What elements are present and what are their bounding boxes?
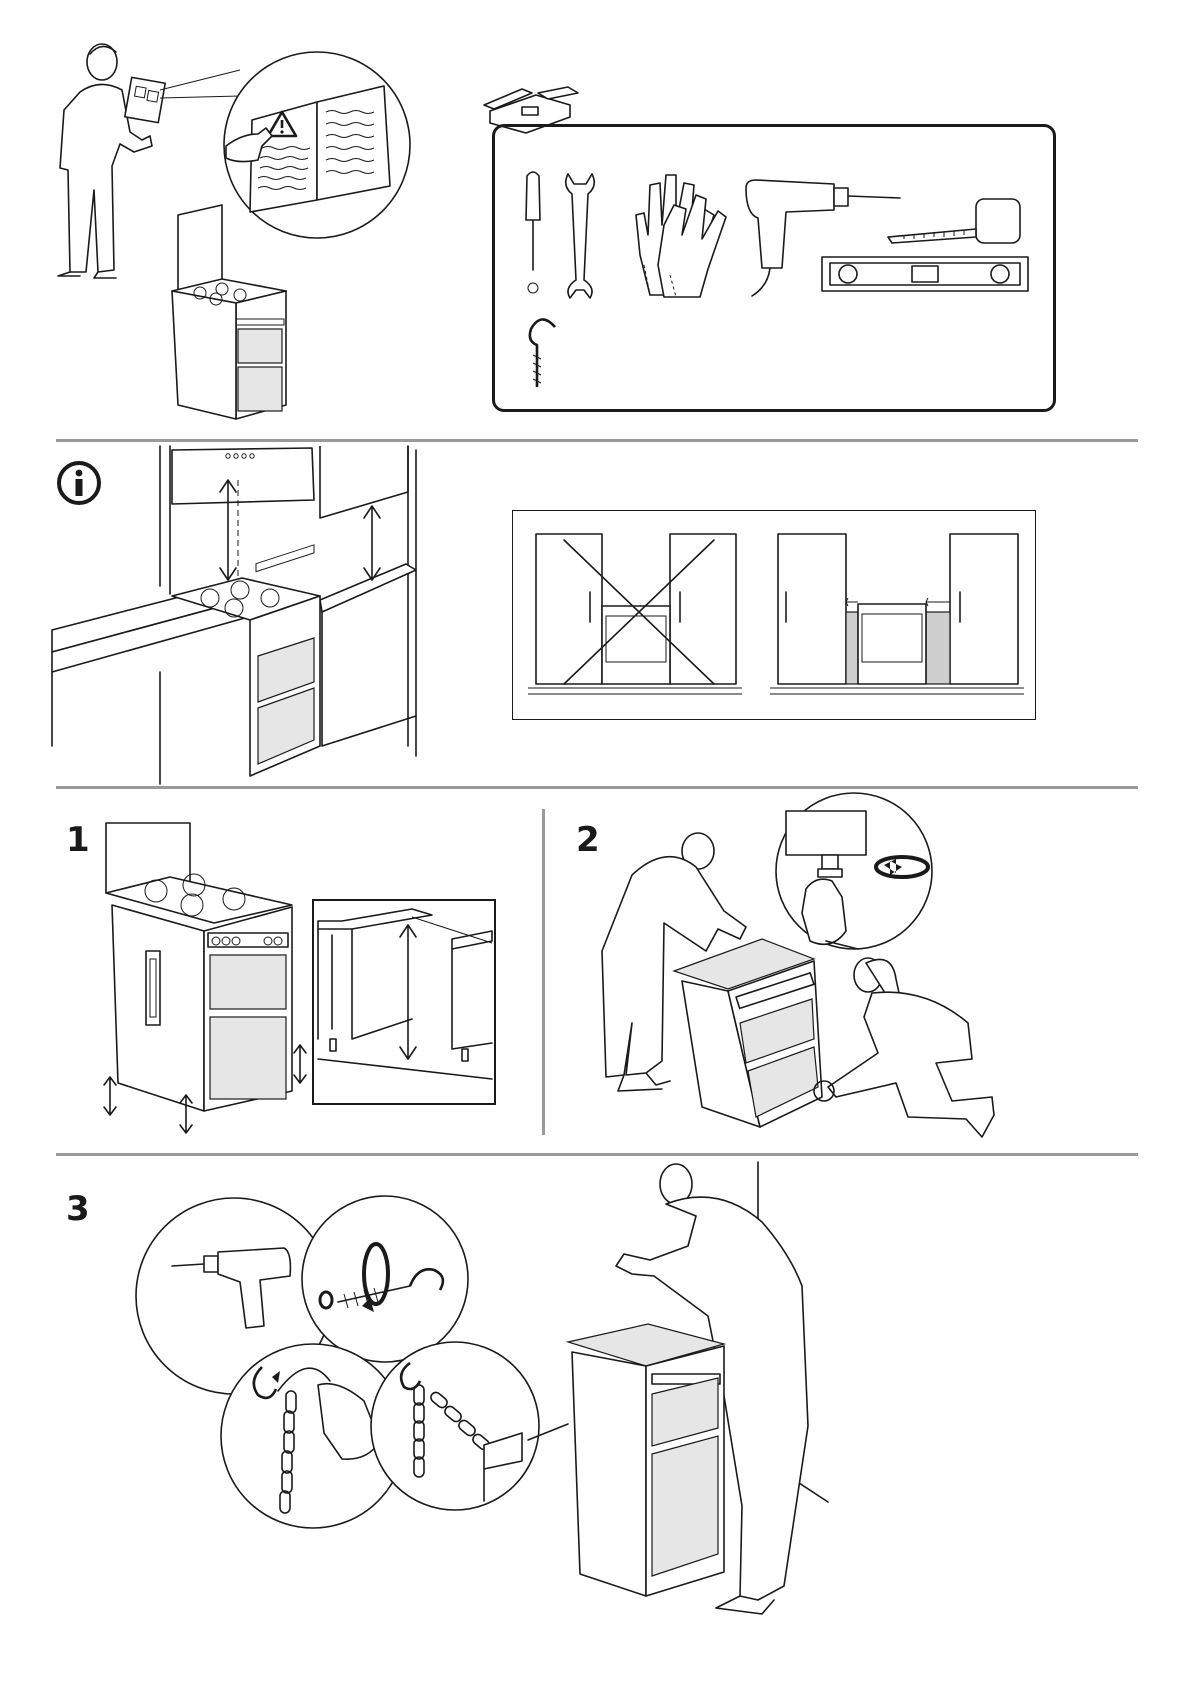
chain-secured-circle	[370, 1341, 540, 1511]
cabinet-clearance-arrow	[364, 506, 380, 580]
step-vertical-divider	[542, 809, 545, 1135]
tape-measure-icon	[884, 195, 1024, 250]
section-clearances	[0, 442, 1190, 787]
incorrect-placement-illustration	[528, 532, 748, 702]
worktop-height-detail	[312, 899, 496, 1105]
step3-final-installation-illustration	[528, 1156, 838, 1626]
section-leveling: 1 2	[0, 789, 1190, 1154]
kitchen-installation-illustration	[52, 446, 482, 784]
cooker-illustration	[170, 205, 290, 430]
section-preparation	[0, 0, 1190, 440]
step1-cooker-illustration	[96, 821, 306, 1141]
wrench-icon	[560, 170, 600, 300]
correct-placement-illustration	[770, 532, 1030, 702]
step2-leveling-illustration	[596, 801, 1016, 1146]
spirit-level-icon	[820, 255, 1030, 295]
gloves-icon	[630, 165, 730, 300]
hook-icon	[515, 315, 565, 395]
step-number-3: 3	[66, 1192, 90, 1226]
screwdriver-icon	[518, 170, 548, 300]
step-number-1: 1	[66, 823, 90, 857]
hook-screw-circle	[300, 1194, 470, 1364]
section-anti-tilt: 3	[0, 1156, 1190, 1684]
